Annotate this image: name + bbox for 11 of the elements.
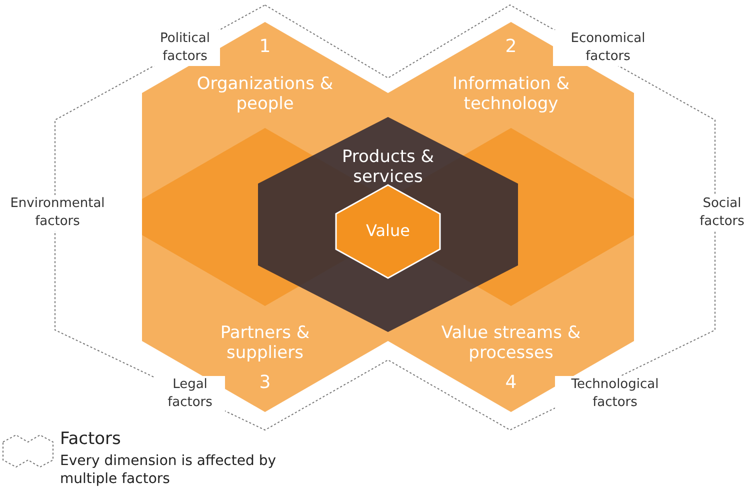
value-label: Value: [365, 221, 411, 241]
dimension-label: Organizations & people: [196, 74, 334, 114]
dimension-label: Information & technology: [451, 74, 571, 114]
dimension-label: Partners & suppliers: [219, 323, 311, 363]
dimension-label: Value streams & processes: [440, 323, 582, 363]
number-label: 3: [258, 373, 272, 393]
factor-label: Legal factors: [155, 376, 225, 412]
number-label: 2: [504, 37, 518, 57]
number-label: 4: [504, 373, 518, 393]
dimension-label: Products & services: [340, 147, 436, 187]
number-label: 1: [258, 37, 272, 57]
